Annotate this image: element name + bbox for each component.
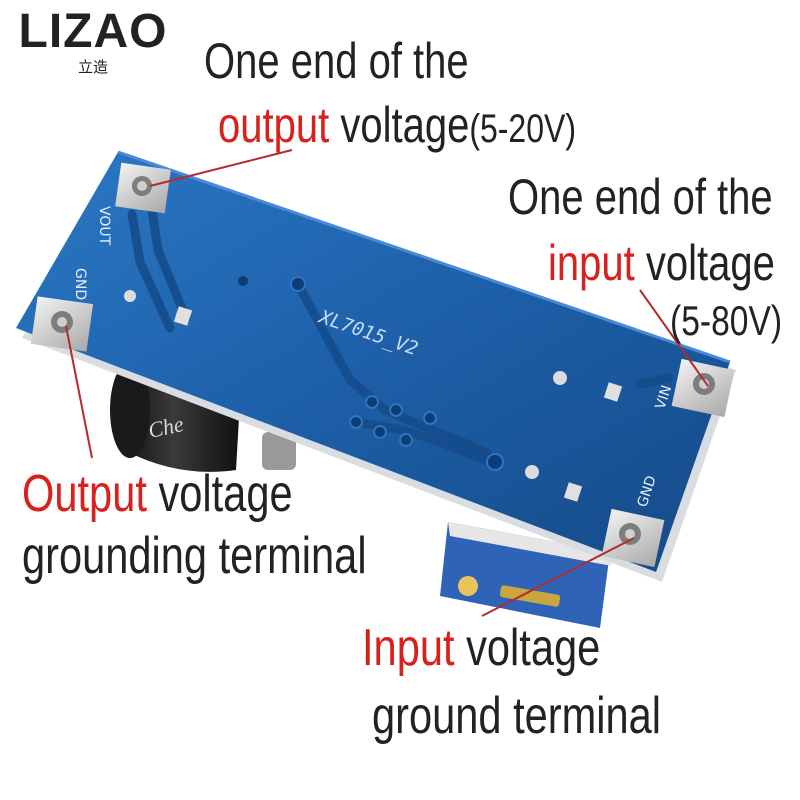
terminal-pad-vout <box>115 162 171 214</box>
brand-subtitle: 立造 <box>77 58 108 76</box>
highlight-output-gnd: Output <box>22 465 147 523</box>
callout-arrows <box>65 149 709 617</box>
label-output-end-line1: One end of the <box>204 36 469 86</box>
label-text: (5-80V) <box>670 297 783 344</box>
terminal-pad-gnd-left <box>30 296 94 352</box>
terminal-pad-vin <box>671 358 735 418</box>
label-text: voltage <box>329 97 470 153</box>
label-text: One end of the <box>204 33 469 89</box>
potentiometer <box>440 522 612 628</box>
highlight-input: input <box>548 235 635 291</box>
label-text: One end of the <box>508 169 773 225</box>
solder-joints <box>124 276 623 502</box>
voltage-range-output: (5-20V) <box>469 107 577 151</box>
arrow-input-end <box>639 289 709 387</box>
label-input-gnd-line2: ground terminal <box>372 690 661 742</box>
highlight-output: output <box>218 97 330 153</box>
label-text: voltage <box>146 465 293 523</box>
pin-label-vout: VOUT <box>96 206 112 246</box>
brand-name: LIZAO <box>18 5 168 58</box>
pcb-board: XL7015_V2 VOUT GND VIN GND <box>16 150 736 582</box>
pin-label-vin: VIN <box>653 383 676 411</box>
capacitor: Che <box>110 360 296 472</box>
arrow-input-gnd <box>481 537 635 617</box>
voltage-range-input: (5-80V) <box>670 300 782 342</box>
arrow-output-gnd <box>65 325 93 459</box>
label-text: voltage <box>634 235 775 291</box>
label-input-gnd-line1: Input voltage <box>362 622 600 674</box>
label-input-end-line2: input voltage <box>548 238 775 288</box>
label-output-gnd-line1: Output voltage <box>22 468 293 520</box>
arrow-output-end <box>149 149 293 187</box>
label-text: ground terminal <box>372 687 662 745</box>
label-output-end-line2: output voltage(5-20V) <box>218 100 576 150</box>
label-output-gnd-line2: grounding terminal <box>22 530 367 582</box>
label-text: grounding terminal <box>22 527 367 585</box>
label-input-end-line1: One end of the <box>508 172 773 222</box>
pin-label-gnd-left: GND <box>72 268 88 300</box>
label-text: voltage <box>454 619 601 677</box>
highlight-input-gnd: Input <box>362 619 455 677</box>
brand-logo: LIZAO 立造 <box>8 5 178 77</box>
